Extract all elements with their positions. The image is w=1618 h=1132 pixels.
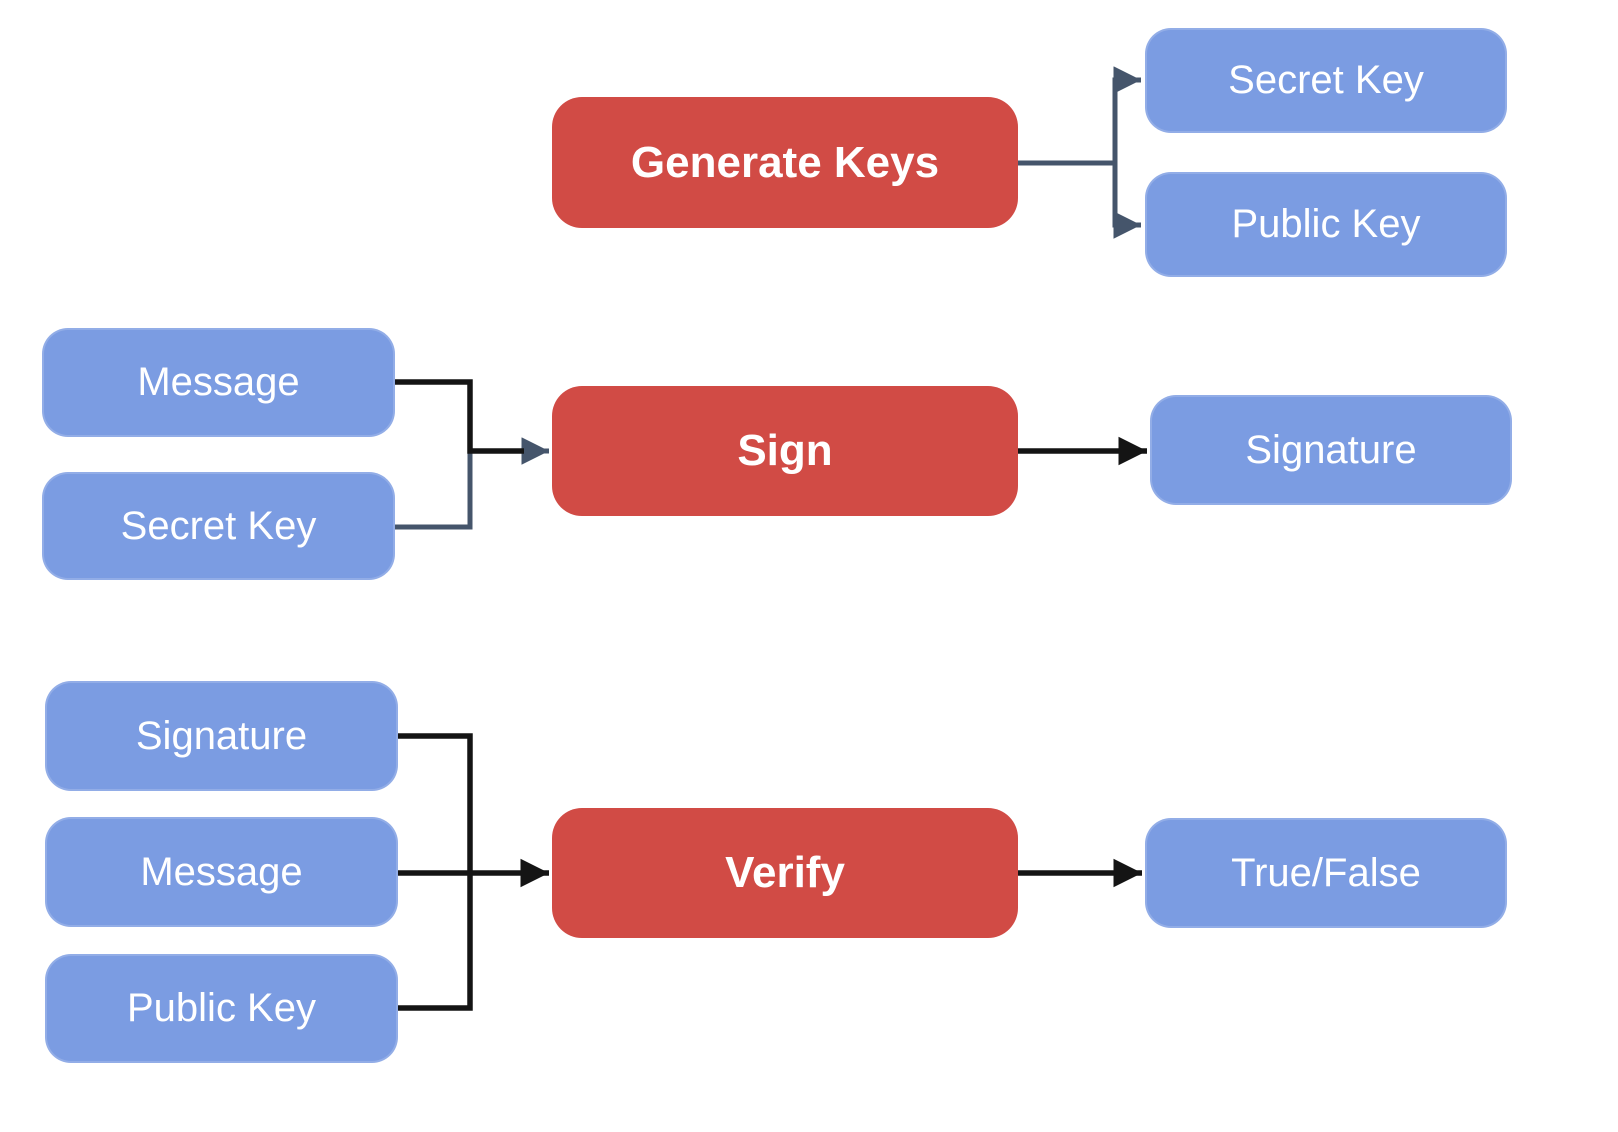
node-verify: Verify — [552, 808, 1018, 938]
connector-generate-to-public-key — [1112, 163, 1141, 239]
node-secret-key-input-sign: Secret Key — [42, 472, 395, 580]
node-message-input-verify: Message — [45, 817, 398, 927]
node-public-key-input-verify: Public Key — [45, 954, 398, 1063]
connector-public-key-to-verify — [397, 873, 473, 1011]
node-generate-keys: Generate Keys — [552, 97, 1018, 228]
connector-signature-to-verify — [397, 733, 473, 873]
node-true-false-output: True/False — [1145, 818, 1507, 928]
node-sign: Sign — [552, 386, 1018, 516]
node-secret-key-output: Secret Key — [1145, 28, 1507, 133]
node-public-key-output: Public Key — [1145, 172, 1507, 277]
connector-message-to-sign — [395, 379, 524, 454]
connector-generate-to-secret-key — [1018, 66, 1141, 166]
connector-secret-key-to-sign — [395, 437, 549, 530]
node-signature-input-verify: Signature — [45, 681, 398, 791]
node-message-input-sign: Message — [42, 328, 395, 437]
node-signature-output: Signature — [1150, 395, 1512, 505]
